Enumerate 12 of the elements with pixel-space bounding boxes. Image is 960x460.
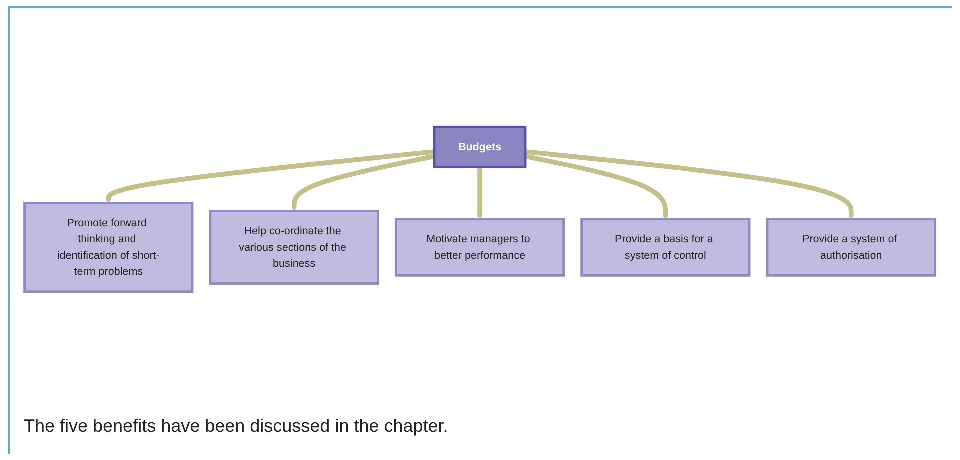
node-box: Provide a system of authorisation xyxy=(766,218,936,277)
node-box: Promote forward thinking and identification of short-term problems xyxy=(24,202,194,294)
node-box: Motivate managers to better performance xyxy=(394,218,566,277)
node-box: Provide a basis for a system of control xyxy=(580,218,751,277)
arrow xyxy=(477,167,483,220)
node-box: Budgets xyxy=(433,126,527,168)
arrow xyxy=(106,149,435,204)
node-box: Help co-ordinate the various sections of the business xyxy=(209,210,380,285)
arrow xyxy=(525,149,854,220)
caption: The five benefits have been discussed in the chapter. xyxy=(24,416,448,437)
arrow xyxy=(525,154,668,220)
arrow xyxy=(292,154,435,212)
